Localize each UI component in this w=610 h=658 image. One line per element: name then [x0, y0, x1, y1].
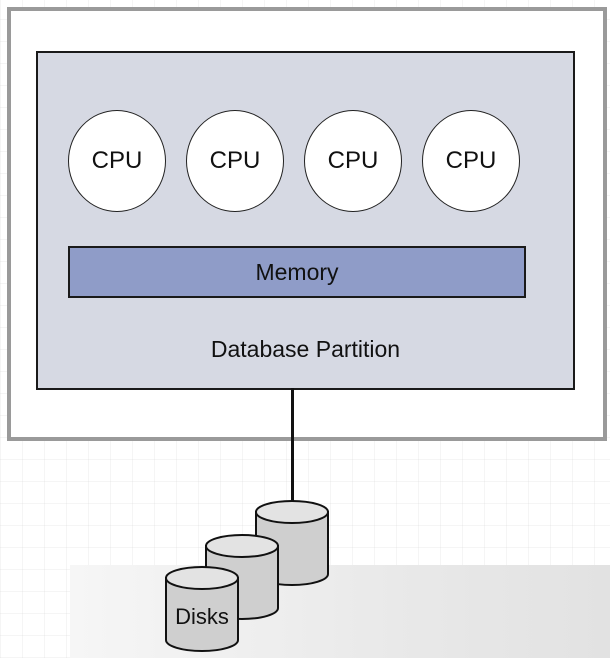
cpu-node-4: CPU: [422, 110, 520, 212]
cpu-node-3: CPU: [304, 110, 402, 212]
cpu-node-2: CPU: [186, 110, 284, 212]
cpu-node-1: CPU: [68, 110, 166, 212]
storage-connector-line: [291, 388, 294, 506]
disk-stack: Disks: [165, 500, 329, 652]
database-partition-box: [36, 51, 575, 390]
background-floor: [70, 565, 610, 658]
partition-label: Database Partition: [210, 336, 401, 362]
disks-label: Disks: [175, 604, 229, 629]
disk-cylinder-front: [165, 566, 239, 652]
memory-block: Memory: [68, 246, 526, 298]
